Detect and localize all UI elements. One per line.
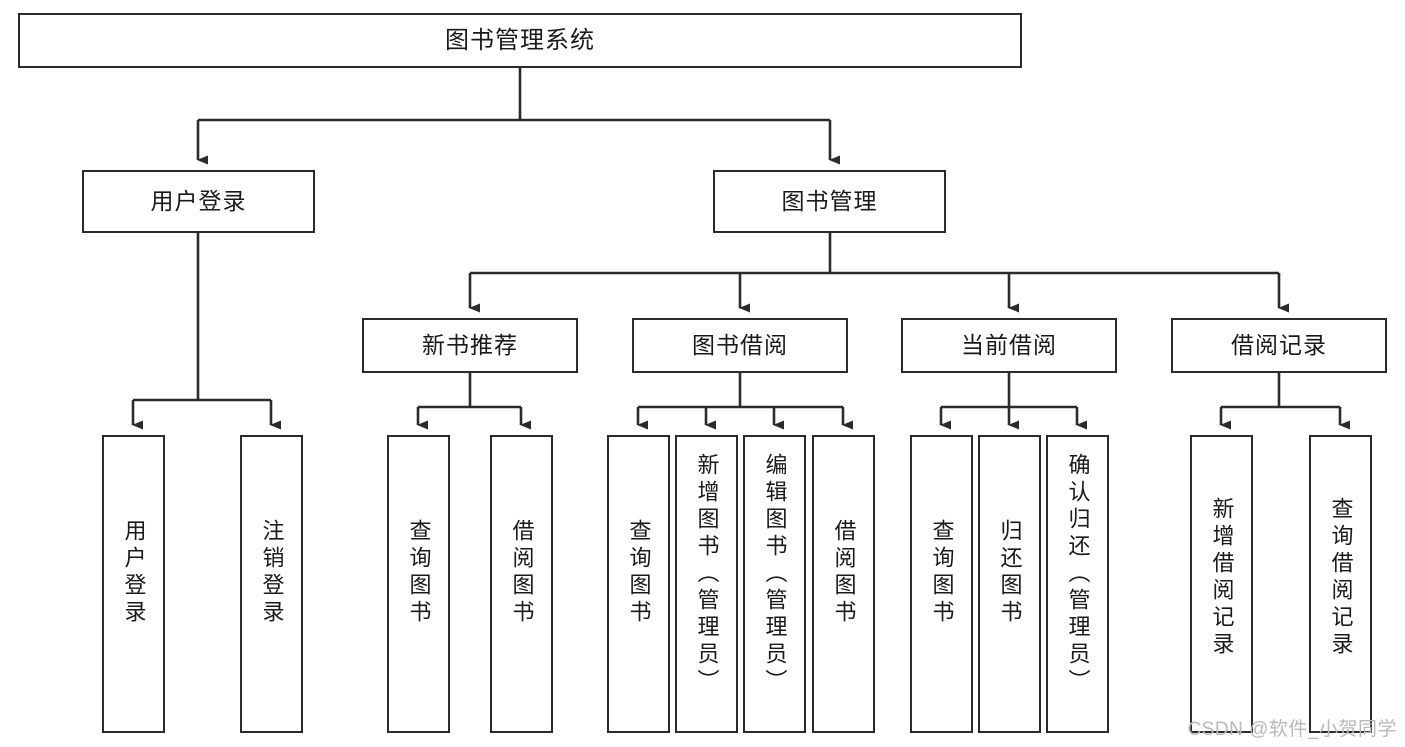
node-user-login-label: 用户登录 [150,188,247,215]
node-current-borrow-label: 当前借阅 [961,332,1057,359]
leaf-add-book-admin[interactable]: 新增图书（管理员） [675,435,738,733]
leaf-return-book[interactable]: 归还图书 [978,435,1041,733]
node-book-borrow-label: 图书借阅 [692,332,788,359]
leaf-query-book-current[interactable]: 查询图书 [910,435,973,733]
node-user-login[interactable]: 用户登录 [82,170,315,233]
leaf-confirm-return-admin[interactable]: 确认归还（管理员） [1046,435,1109,733]
node-book-borrow[interactable]: 图书借阅 [632,318,848,373]
node-current-borrow[interactable]: 当前借阅 [901,318,1117,373]
leaf-query-book-borrow-label: 查询图书 [626,519,652,627]
node-new-book-recommend[interactable]: 新书推荐 [362,318,578,373]
leaf-user-login-label: 用户登录 [121,519,147,627]
node-borrow-record-label: 借阅记录 [1231,332,1327,359]
leaf-borrow-book-recommend[interactable]: 借阅图书 [490,435,553,733]
leaf-add-borrow-record[interactable]: 新增借阅记录 [1190,435,1253,733]
leaf-query-book-current-label: 查询图书 [929,519,955,627]
leaf-borrow-book-label: 借阅图书 [831,519,857,627]
leaf-return-book-label: 归还图书 [997,519,1023,627]
leaf-user-login[interactable]: 用户登录 [102,435,165,733]
leaf-query-book-recommend-label: 查询图书 [406,519,432,627]
leaf-borrow-book[interactable]: 借阅图书 [812,435,875,733]
leaf-logout-label: 注销登录 [259,519,285,627]
leaf-edit-book-admin[interactable]: 编辑图书（管理员） [743,435,806,733]
node-borrow-record[interactable]: 借阅记录 [1171,318,1387,373]
leaf-query-borrow-record[interactable]: 查询借阅记录 [1309,435,1372,733]
node-new-book-recommend-label: 新书推荐 [422,332,518,359]
leaf-query-borrow-record-label: 查询借阅记录 [1328,497,1354,659]
leaf-confirm-return-admin-label: 确认归还（管理员） [1065,453,1091,696]
leaf-query-book-recommend[interactable]: 查询图书 [387,435,450,733]
node-root-system[interactable]: 图书管理系统 [18,13,1022,68]
node-book-manage-label: 图书管理 [781,188,878,215]
node-root-system-label: 图书管理系统 [445,26,595,54]
leaf-edit-book-admin-label: 编辑图书（管理员） [762,453,788,696]
leaf-add-book-admin-label: 新增图书（管理员） [694,453,720,696]
leaf-query-book-borrow[interactable]: 查询图书 [607,435,670,733]
leaf-borrow-book-recommend-label: 借阅图书 [509,519,535,627]
leaf-logout[interactable]: 注销登录 [240,435,303,733]
node-book-manage[interactable]: 图书管理 [713,170,946,233]
leaf-add-borrow-record-label: 新增借阅记录 [1209,497,1235,659]
